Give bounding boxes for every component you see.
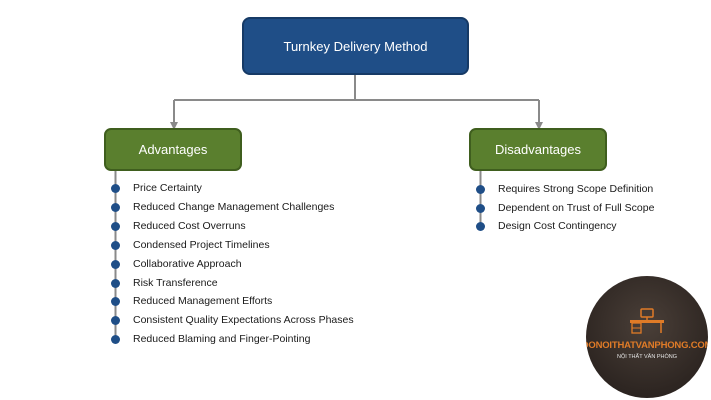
root-node-label: Turnkey Delivery Method xyxy=(283,38,428,54)
bullet-dot-icon xyxy=(111,221,120,231)
list-item-text: Reduced Change Management Challenges xyxy=(133,201,335,213)
list-item: Reduced Change Management Challenges xyxy=(111,201,334,213)
office-desk-icon xyxy=(630,308,664,334)
list-item: Consistent Quality Expectations Across P… xyxy=(111,314,354,326)
bullet-dot-icon xyxy=(476,184,485,194)
bullet-dot-icon xyxy=(476,203,485,213)
list-item-text: Dependent on Trust of Full Scope xyxy=(498,202,655,214)
list-item: Requires Strong Scope Definition xyxy=(476,183,653,195)
bullet-dot-icon xyxy=(111,240,120,250)
list-item: Dependent on Trust of Full Scope xyxy=(476,202,654,214)
list-item-text: Condensed Project Timelines xyxy=(133,239,270,251)
bullet-dot-icon xyxy=(111,296,120,306)
bullet-dot-icon xyxy=(111,183,120,193)
branch-node-disadvantages: Disadvantages xyxy=(469,128,607,171)
list-item: Reduced Management Efforts xyxy=(111,295,272,307)
bullet-dot-icon xyxy=(476,221,485,231)
list-item-text: Reduced Management Efforts xyxy=(133,295,273,307)
list-item-text: Reduced Blaming and Finger-Pointing xyxy=(133,333,311,345)
bullet-dot-icon xyxy=(111,259,120,269)
watermark-logo: DONOITHATVANPHONG.COM NỘI THẤT VĂN PHÒNG xyxy=(586,276,708,398)
list-item-text: Design Cost Contingency xyxy=(498,220,617,232)
bullet-dot-icon xyxy=(111,278,120,288)
list-item: Reduced Blaming and Finger-Pointing xyxy=(111,333,310,345)
list-item: Price Certainty xyxy=(111,182,202,194)
disadvantages-label: Disadvantages xyxy=(495,142,581,157)
watermark-name: DONOITHATVANPHONG.COM xyxy=(586,340,708,351)
list-item-text: Reduced Cost Overruns xyxy=(133,220,246,232)
list-item: Risk Transference xyxy=(111,277,218,289)
list-item: Reduced Cost Overruns xyxy=(111,220,246,232)
list-item: Design Cost Contingency xyxy=(476,220,616,232)
list-item-text: Price Certainty xyxy=(133,182,202,194)
bullet-dot-icon xyxy=(111,202,120,212)
bullet-dot-icon xyxy=(111,315,120,325)
list-item: Condensed Project Timelines xyxy=(111,239,270,251)
branch-node-advantages: Advantages xyxy=(104,128,242,171)
root-node-turnkey-delivery-method: Turnkey Delivery Method xyxy=(242,17,469,75)
bullet-dot-icon xyxy=(111,334,120,344)
watermark-subtitle: NỘI THẤT VĂN PHÒNG xyxy=(616,354,677,360)
advantages-label: Advantages xyxy=(138,142,208,157)
list-item-text: Requires Strong Scope Definition xyxy=(498,183,654,195)
list-item-text: Consistent Quality Expectations Across P… xyxy=(133,314,354,326)
list-item-text: Risk Transference xyxy=(133,277,218,289)
list-item: Collaborative Approach xyxy=(111,258,242,270)
list-item-text: Collaborative Approach xyxy=(133,258,242,270)
